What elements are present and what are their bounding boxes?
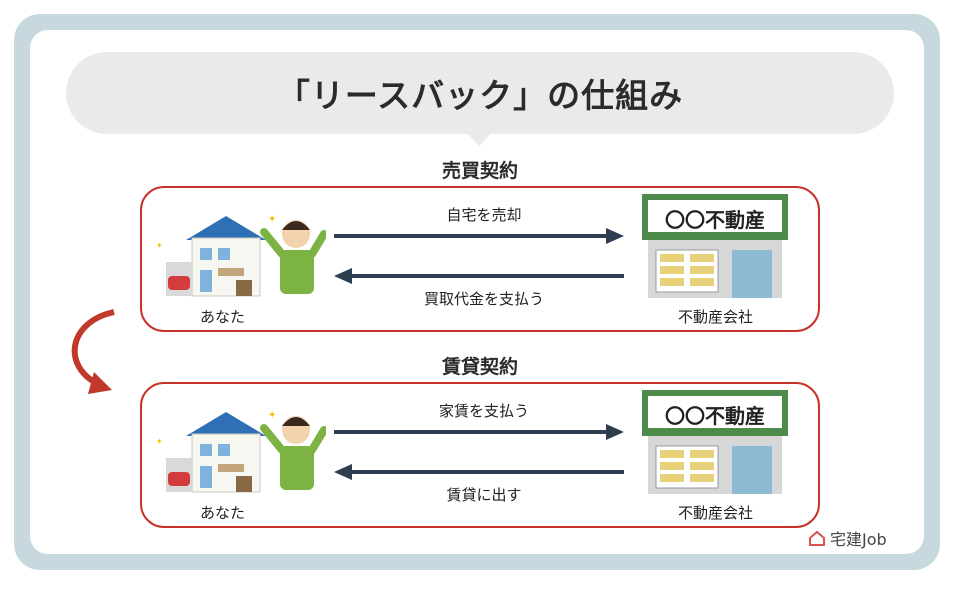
house-person-illustration: ✦ ✦: [156, 410, 326, 493]
page-title: 「リースバック」の仕組み: [276, 76, 684, 115]
house-person-illustration: ✦ ✦: [156, 214, 326, 297]
svg-text:✦: ✦: [268, 410, 276, 421]
arrow-right: [334, 424, 624, 440]
svg-text:✦: ✦: [268, 214, 276, 225]
banner-pointer: [466, 132, 492, 146]
svg-text:✦: ✦: [156, 437, 163, 446]
arrow-left: [334, 268, 624, 284]
house-logo-icon: [809, 530, 825, 546]
svg-text:✦: ✦: [156, 241, 163, 250]
panel-sale: ✦ ✦ あなた 自宅を売却 買取代金を支払う 〇〇不動産 不動産会社: [140, 186, 820, 332]
shop-sign: 〇〇不動産: [665, 208, 765, 232]
arrow-label-pay: 買取代金を支払う: [423, 290, 544, 308]
company-label: 不動産会社: [678, 308, 754, 326]
logo-text: 宅建Job: [830, 530, 887, 549]
arrow-right: [334, 228, 624, 244]
transition-curved-arrow: [71, 309, 115, 394]
section-label-sale: 売買契約: [441, 160, 518, 182]
arrow-label-rent: 家賃を支払う: [438, 402, 529, 420]
arrow-label-lease-out: 賃貸に出す: [446, 486, 522, 504]
real-estate-shop-illustration: [642, 390, 788, 494]
company-label: 不動産会社: [678, 504, 754, 522]
shop-sign: 〇〇不動産: [665, 404, 765, 428]
you-label: あなた: [200, 308, 246, 326]
arrow-left: [334, 464, 624, 480]
title-banner: 「リースバック」の仕組み: [66, 52, 894, 134]
arrow-label-sell: 自宅を売却: [446, 206, 522, 224]
real-estate-shop-illustration: [642, 194, 788, 298]
panel-lease: ✦ ✦ あなた 家賃を支払う 賃貸に出す 〇〇不動産 不動産会社: [140, 382, 820, 528]
you-label: あなた: [200, 504, 246, 522]
section-label-lease: 賃貸契約: [441, 356, 518, 378]
brand-logo: 宅建Job: [808, 526, 887, 550]
